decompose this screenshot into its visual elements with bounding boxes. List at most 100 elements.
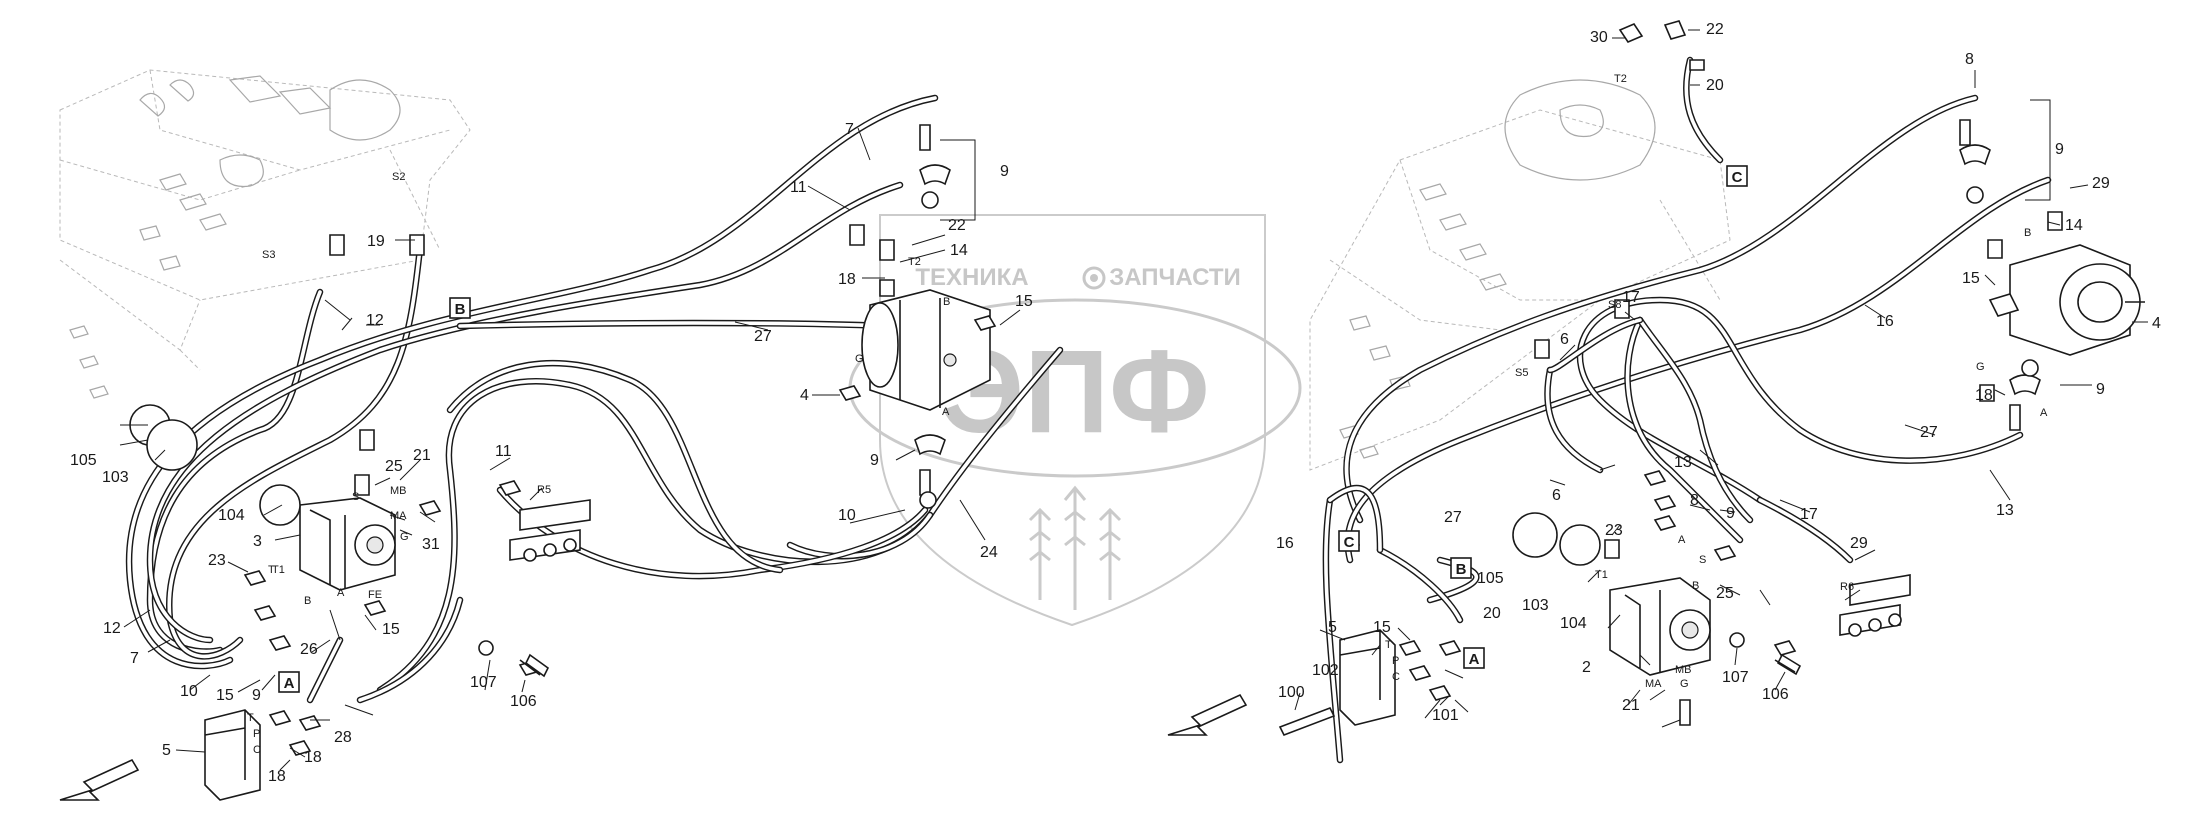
callout-label: 21 xyxy=(1622,697,1640,714)
port-label: G xyxy=(1976,361,1985,373)
hose-outline xyxy=(446,359,784,574)
hose-core xyxy=(1344,96,1977,522)
watermark-text-right: ЗАПЧАСТИ xyxy=(1109,264,1241,291)
left-valve-5 xyxy=(204,709,261,801)
hose-core xyxy=(378,348,1062,692)
left-fittings xyxy=(129,124,997,756)
box-label-right-b-text: B xyxy=(1456,561,1467,578)
callout-label: 25 xyxy=(1716,585,1734,602)
right-pump xyxy=(1609,577,1711,676)
hose-core xyxy=(1548,318,1642,372)
hose-core xyxy=(788,513,932,558)
callout-label: 23 xyxy=(1605,522,1623,539)
hose-core xyxy=(1625,318,1742,542)
right-valve-5 xyxy=(1339,629,1396,726)
hose-core xyxy=(1638,318,1752,522)
callout-label: 31 xyxy=(422,536,440,553)
callout-label: R5 xyxy=(537,484,551,496)
callout-label: 22 xyxy=(948,217,966,234)
callout-label: 9 xyxy=(1000,163,1009,180)
watermark-text-left: ТЕХНИКА xyxy=(915,264,1028,291)
callout-label: 23 xyxy=(208,552,226,569)
left-bolt-106 xyxy=(519,653,550,678)
left-manifold-r5 xyxy=(509,499,591,562)
hose-core xyxy=(1545,368,1602,472)
callout-label: 6 xyxy=(1552,487,1561,504)
callout-label: 27 xyxy=(1444,509,1462,526)
callout-label: 11 xyxy=(495,443,512,460)
right-manifold-r6 xyxy=(1839,574,1911,637)
callout-label: 7 xyxy=(130,650,139,667)
left-leaders xyxy=(119,127,1021,771)
port-label: T xyxy=(268,564,275,576)
port-label: S xyxy=(1699,554,1706,566)
box-label-right-c xyxy=(1338,530,1360,552)
left-port-labels: S2 S3 B T2 G A S T FE A B T P C xyxy=(247,171,950,756)
right-hoses xyxy=(1322,56,2052,764)
box-label-right-b xyxy=(1450,557,1472,579)
callout-label: 9 xyxy=(1726,505,1735,522)
right-parts xyxy=(1278,20,2145,737)
port-label: P xyxy=(253,728,260,740)
direction-arrow-icon xyxy=(1167,693,1248,736)
callout-label: 15 xyxy=(1962,270,1980,287)
wheat-icon xyxy=(1028,485,1122,610)
callout-label: 25 xyxy=(385,458,403,475)
box-label-right-c-top-text: C xyxy=(1732,169,1743,186)
callout-label: 14 xyxy=(950,242,968,259)
callout-label: G xyxy=(400,531,409,543)
callout-label: 17 xyxy=(1622,289,1640,306)
right-motor xyxy=(1988,244,2145,356)
callout-label: 14 xyxy=(2065,217,2083,234)
callout-label: 17 xyxy=(1800,506,1818,523)
port-label: S8 xyxy=(1608,299,1621,311)
left-hoses xyxy=(125,94,1064,704)
hose-core xyxy=(148,290,322,654)
left-engine-ghost xyxy=(59,69,471,399)
hose-core xyxy=(448,361,782,572)
callout-label: 107 xyxy=(470,674,497,691)
hose-core xyxy=(1324,498,1342,762)
right-fittings xyxy=(1398,20,2063,726)
callout-label: 27 xyxy=(1920,424,1938,441)
callout-label: 2 xyxy=(1582,659,1591,676)
port-label: A xyxy=(2040,407,2048,419)
callout-label: 15 xyxy=(1373,619,1391,636)
callout-label: 24 xyxy=(980,544,998,561)
box-labels: B A C C B A xyxy=(278,165,1748,693)
callout-label: 15 xyxy=(1015,293,1033,310)
port-label: T2 xyxy=(908,256,921,268)
right-port-labels: T2 B A G S8 S5 T1 S B A MA MB G T P C xyxy=(1385,73,2048,690)
callout-label: 106 xyxy=(1762,686,1789,703)
callout-label: 26 xyxy=(300,641,318,658)
box-label-left-b-text: B xyxy=(455,301,466,318)
port-label: B xyxy=(1692,580,1699,592)
hose-core xyxy=(1345,178,2050,562)
watermark: ТЕХНИКА ЗАПЧАСТИ ЭПФ xyxy=(848,214,1302,627)
callout-label: 5 xyxy=(1328,619,1337,636)
callout-label: 104 xyxy=(218,507,245,524)
port-label: A xyxy=(1678,534,1686,546)
port-label: T xyxy=(247,712,254,724)
port-label: S xyxy=(352,491,359,503)
port-label: S5 xyxy=(1515,367,1528,379)
port-label: T xyxy=(1385,639,1392,651)
callout-label: 102 xyxy=(1312,662,1339,679)
callout-label: 103 xyxy=(102,469,129,486)
callout-label: T1 xyxy=(272,564,285,576)
callout-label: 5 xyxy=(162,742,171,759)
callout-label: 15 xyxy=(382,621,400,638)
port-label: B xyxy=(304,595,311,607)
right-engine-ghost xyxy=(1309,79,1731,471)
callout-label: 12 xyxy=(103,620,121,637)
port-label: S2 xyxy=(392,171,405,183)
callout-label: 18 xyxy=(838,271,856,288)
port-label: B xyxy=(2024,227,2031,239)
port-label: G xyxy=(1680,678,1689,690)
hose-outline xyxy=(1683,56,1724,164)
left-parts xyxy=(129,124,997,801)
callout-label: 27 xyxy=(754,328,772,345)
callout-label: 22 xyxy=(1706,21,1724,38)
callout-label: 9 xyxy=(252,687,261,704)
right-bolt-100 xyxy=(1278,706,1336,737)
